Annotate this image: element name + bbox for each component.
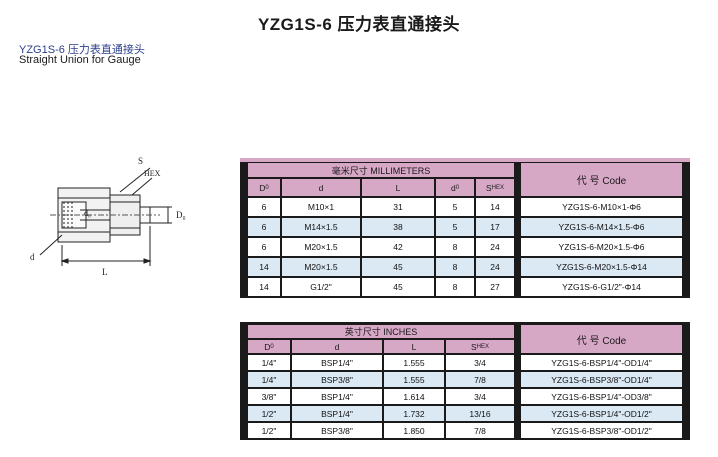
table2-r1-c3: 1.555 [384, 355, 444, 370]
table1-r2-c3: 38 [362, 218, 434, 236]
table2-r2-c3: 1.555 [384, 372, 444, 387]
table1-r3-code: YZG1S-6-M20×1.5-Φ6 [521, 238, 682, 256]
table1-r3-c1: 6 [248, 238, 280, 256]
drawing-label-hex: HEX [144, 169, 161, 178]
table1-r2-c2: M14×1.5 [282, 218, 360, 236]
table2-r3-c2: BSP1/4" [292, 389, 382, 404]
table2-r2-c4: 7/8 [446, 372, 514, 387]
table2-r3-code: YZG1S-6-BSP1/4"-OD3/8" [521, 389, 682, 404]
table1-r2-c5: 17 [476, 218, 514, 236]
table2-col-d: d [292, 340, 382, 353]
table2-r1-c1: 1/4" [248, 355, 290, 370]
table2-r2-c2: BSP3/8" [292, 372, 382, 387]
table2-r1-c2: BSP1/4" [292, 355, 382, 370]
table2-r3-c3: 1.614 [384, 389, 444, 404]
table1-r1-c4: 5 [436, 198, 474, 216]
table1-col-d: d [282, 179, 360, 196]
table2-r1-c4: 3/4 [446, 355, 514, 370]
table2-r5-c1: 1/2" [248, 423, 290, 438]
table2-r4-c3: 1.732 [384, 406, 444, 421]
table2-r2-code: YZG1S-6-BSP3/8"-OD1/4" [521, 372, 682, 387]
subtitle-english: Straight Union for Gauge [19, 54, 141, 66]
table2-r5-c2: BSP3/8" [292, 423, 382, 438]
table2-col-l: L [384, 340, 444, 353]
table1-r3-c5: 24 [476, 238, 514, 256]
drawing-label-l: L [102, 267, 108, 277]
table1-group-header: 毫米尺寸 MILLIMETERS [248, 163, 514, 177]
table2-r1-code: YZG1S-6-BSP1/4"-OD1/4" [521, 355, 682, 370]
subtitle-chinese: YZG1S-6 压力表直通接头 [19, 44, 145, 56]
table1-r5-c1: 14 [248, 278, 280, 296]
table2-r5-code: YZG1S-6-BSP3/8"-OD1/2" [521, 423, 682, 438]
page-title: YZG1S-6 压力表直通接头 [257, 15, 461, 34]
table2-r4-c2: BSP1/4" [292, 406, 382, 421]
table1-top-band [240, 158, 690, 162]
table2-r2-c1: 1/4" [248, 372, 290, 387]
table1-r1-c5: 14 [476, 198, 514, 216]
table2-r3-c4: 3/4 [446, 389, 514, 404]
table1-r1-c1: 6 [248, 198, 280, 216]
table1-r3-c4: 8 [436, 238, 474, 256]
table1-r4-c3: 45 [362, 258, 434, 276]
table1-r2-c4: 5 [436, 218, 474, 236]
drawing-label-d0: d₀ [84, 209, 91, 218]
table2-r4-c1: 1/2" [248, 406, 290, 421]
table1-r2-code: YZG1S-6-M14×1.5-Φ6 [521, 218, 682, 236]
table1-r3-c3: 42 [362, 238, 434, 256]
table2-r5-c3: 1.850 [384, 423, 444, 438]
table1-r4-c2: M20×1.5 [282, 258, 360, 276]
table1-r4-c5: 24 [476, 258, 514, 276]
table2-r4-c4: 13/16 [446, 406, 514, 421]
fitting-drawing: S HEX d₀ d L D₀ [30, 156, 186, 277]
table1-r4-code: YZG1S-6-M20×1.5-Φ14 [521, 258, 682, 276]
table2-r3-c1: 3/8" [248, 389, 290, 404]
table1-r5-code: YZG1S-6-G1/2"-Φ14 [521, 278, 682, 296]
table1-r2-c1: 6 [248, 218, 280, 236]
table1-r1-code: YZG1S-6-M10×1-Φ6 [521, 198, 682, 216]
table1-r1-c3: 31 [362, 198, 434, 216]
drawing-label-d: d [30, 252, 35, 262]
drawing-label-s: S [138, 156, 143, 166]
table1-r5-c3: 45 [362, 278, 434, 296]
table1-r5-c2: G1/2" [282, 278, 360, 296]
drawing-label-d0-side: D₀ [176, 210, 186, 220]
table2-group-header: 英寸尺寸 INCHES [248, 325, 514, 338]
table2-code-header: 代 号 Code [521, 325, 682, 353]
table1-r5-c4: 8 [436, 278, 474, 296]
table1-r4-c1: 14 [248, 258, 280, 276]
table2-r4-code: YZG1S-6-BSP1/4"-OD1/2" [521, 406, 682, 421]
table1-r3-c2: M20×1.5 [282, 238, 360, 256]
table1-r4-c4: 8 [436, 258, 474, 276]
table1-col-l: L [362, 179, 434, 196]
table1-code-header: 代 号 Code [521, 163, 682, 196]
table1-r5-c5: 27 [476, 278, 514, 296]
table1-r1-c2: M10×1 [282, 198, 360, 216]
table2-r5-c4: 7/8 [446, 423, 514, 438]
